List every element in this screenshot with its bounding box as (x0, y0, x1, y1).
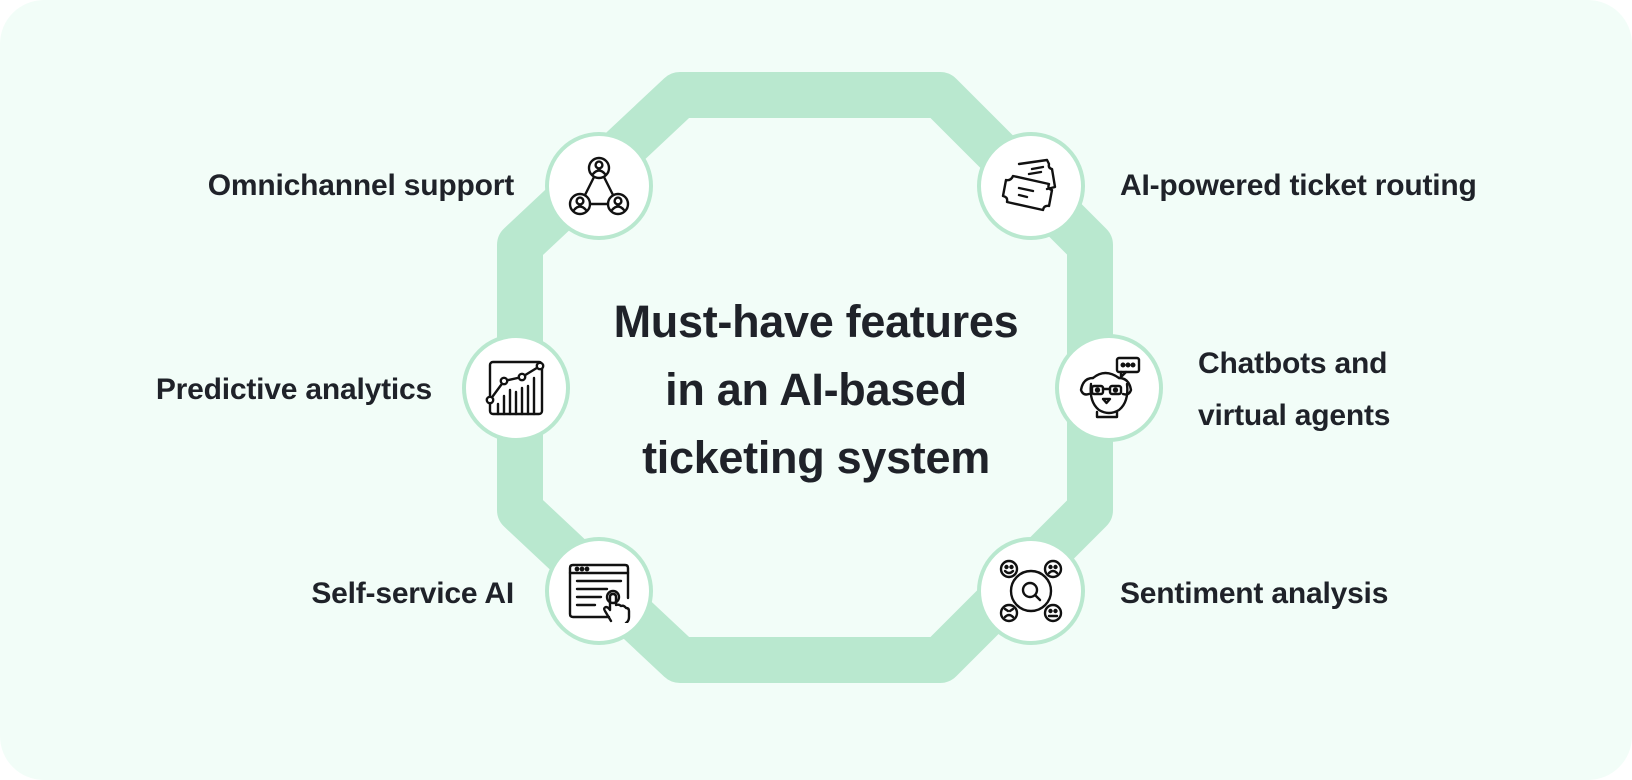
diagram-title: Must-have features in an AI-based ticket… (590, 288, 1042, 492)
feature-label-chatbots-line-2: virtual agents (1198, 399, 1391, 432)
emotion-search-icon (999, 559, 1063, 623)
feature-label-ticket-routing: AI-powered ticket routing (1120, 169, 1477, 202)
feature-label-sentiment: Sentiment analysis (1120, 577, 1389, 610)
node-predictive (462, 334, 570, 442)
node-chatbots (1055, 334, 1163, 442)
line-chart-icon (485, 360, 545, 416)
robot-dog-chat-icon (1079, 356, 1141, 419)
feature-label-predictive: Predictive analytics (155, 373, 432, 406)
feature-label-omnichannel: Omnichannel support (207, 169, 514, 202)
title-line-2: in an AI-based (665, 364, 967, 415)
title-line-3: ticketing system (642, 432, 990, 483)
node-ticket-routing (977, 132, 1085, 240)
feature-label-chatbots-line-1: Chatbots and (1198, 347, 1388, 380)
browser-click-icon (568, 563, 631, 623)
feature-label-self-service: Self-service AI (311, 577, 514, 610)
node-omnichannel (545, 132, 653, 240)
people-network-icon (568, 156, 630, 216)
title-line-1: Must-have features (613, 296, 1019, 347)
node-self-service (545, 537, 653, 645)
node-sentiment (977, 537, 1085, 645)
tickets-icon (1001, 158, 1057, 212)
feature-label-chatbots: Chatbots and virtual agents (1198, 338, 1390, 442)
